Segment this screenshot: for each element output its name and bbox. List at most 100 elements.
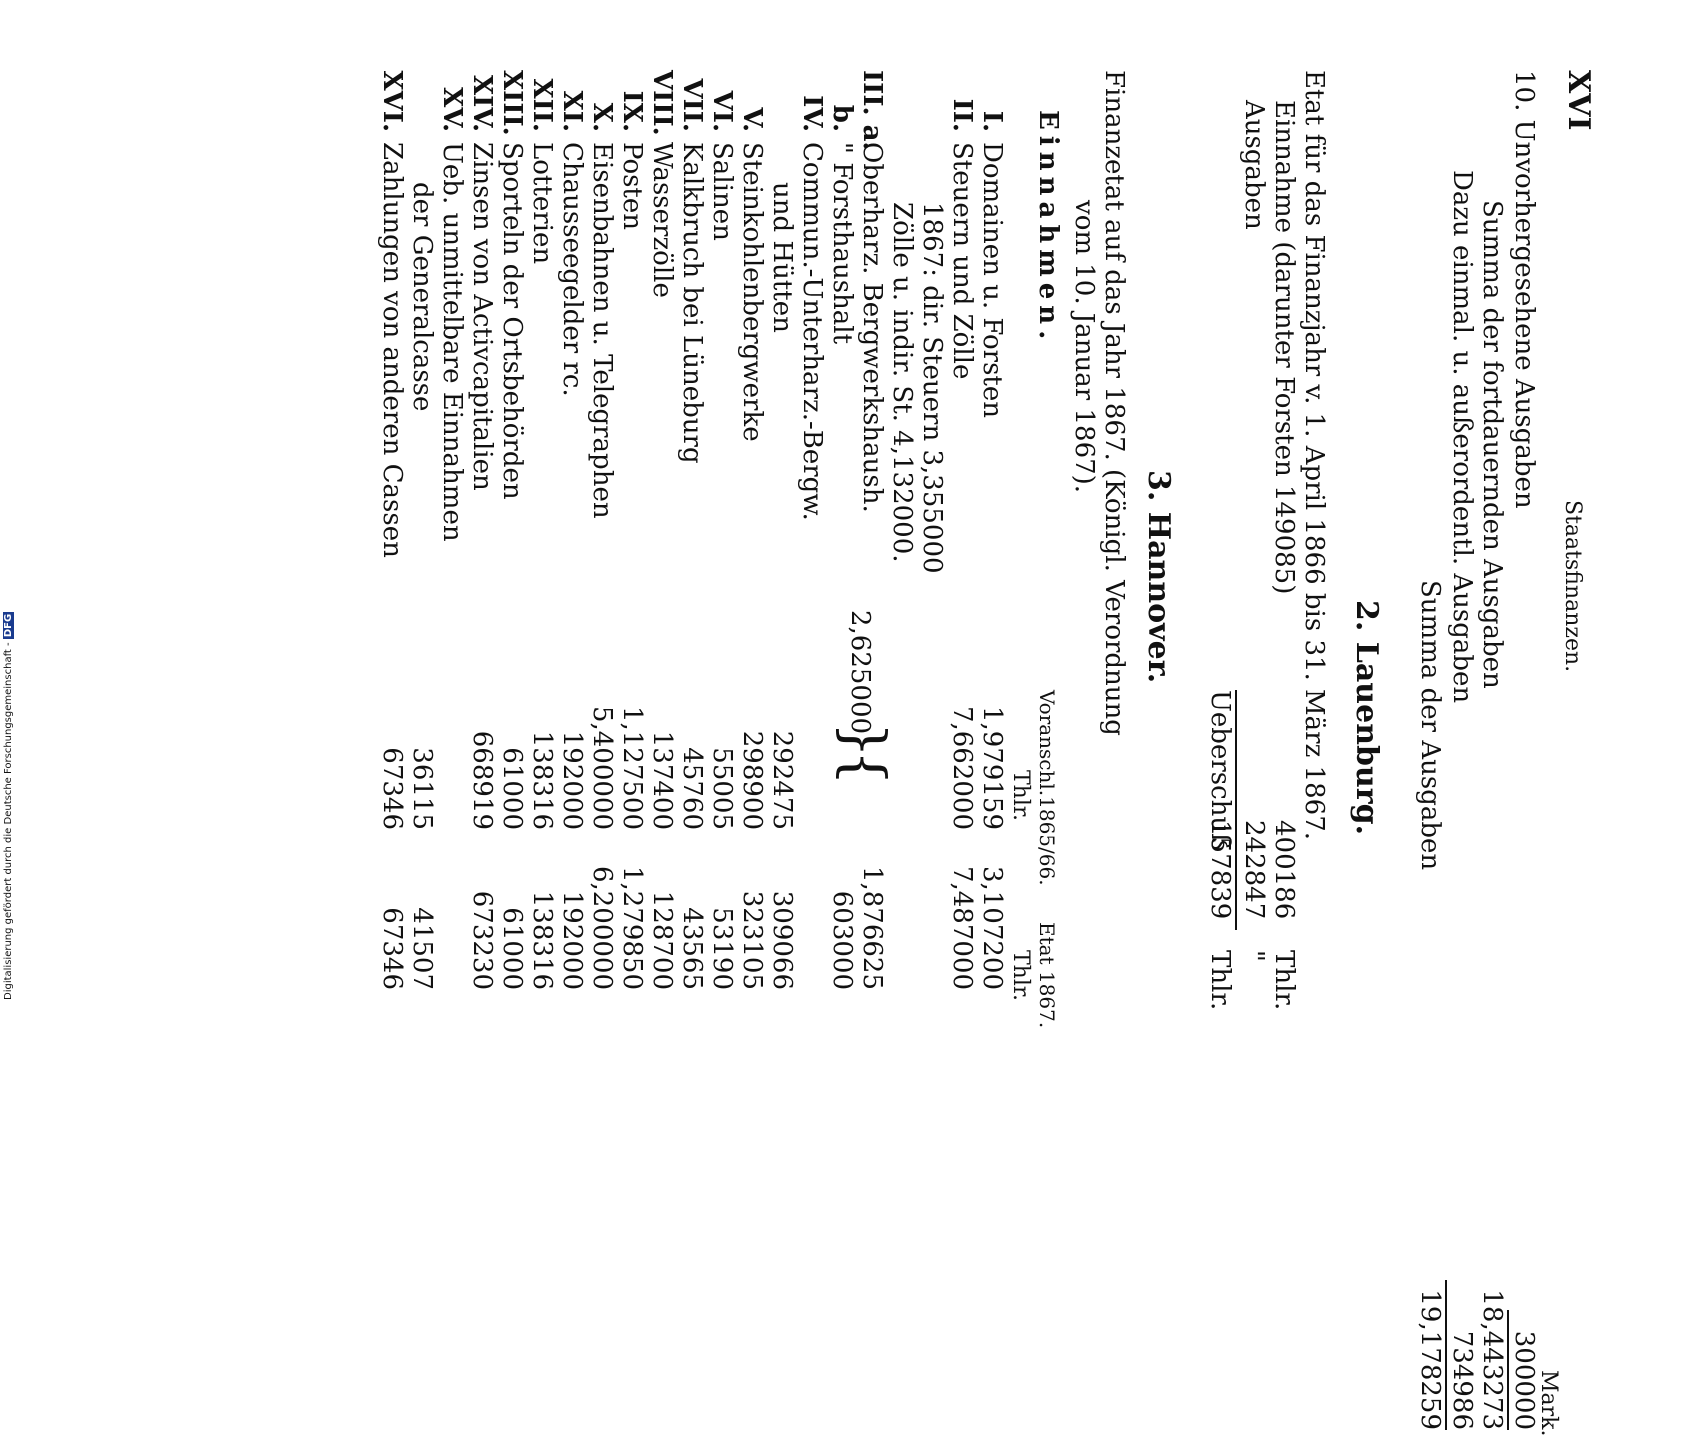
row-value-1865: 137400 <box>647 730 677 830</box>
dfg-credit-text: Digitalisierung gefördert durch die Deut… <box>3 642 14 1000</box>
row-value-1865: 45760 <box>677 747 707 830</box>
lauenburg-einnahme-label: Einnahme (darunter Forsten 149085) <box>1269 100 1299 595</box>
row-value-1865: 67346 <box>377 747 407 830</box>
row-value-1865: 668919 <box>467 730 497 830</box>
einmal-value: 734986 <box>1447 1330 1477 1430</box>
sum-fortdauernd-label: Summa der fortdauernden Ausgaben <box>1477 200 1507 689</box>
row-label: Zahlungen von anderen Cassen <box>377 142 407 558</box>
table-row: VI. Salinen <box>707 70 737 241</box>
row-value-1867: 53190 <box>707 907 737 990</box>
dfg-logo: DFG <box>3 611 14 640</box>
rotated-page: XVI Staatsfinanzen. 10. Unvorhergesehene… <box>93 70 1596 1436</box>
row-number: XII. <box>527 78 557 132</box>
row-number: III. a. <box>857 70 887 151</box>
row-value-1867: 673230 <box>467 890 497 990</box>
table-row: und Hütten <box>767 70 797 333</box>
row-label: Sporteln der Ortsbehörden <box>497 142 527 500</box>
table-row: II. Steuern und Zölle <box>947 70 977 380</box>
hannover-intro-1: Finanzetat auf das Jahr 1867. (Königl. V… <box>1099 70 1129 736</box>
row-number: XI. <box>557 90 587 132</box>
row-value-1865: 138316 <box>527 730 557 830</box>
row-value-1867: 67346 <box>377 907 407 990</box>
einmal-label: Dazu einmal. u. außerordentl. Ausgaben <box>1447 170 1477 704</box>
row-label: Zinsen von Activcapitalien <box>467 142 497 491</box>
table-row: I.Domainen u. Forsten <box>977 70 1007 418</box>
row-label: und Hütten <box>767 182 797 333</box>
row-label: Salinen <box>707 142 737 241</box>
col2-header: Etat 1867. <box>1035 922 1059 1029</box>
row-label: Kalkbruch bei Lüneburg <box>677 142 707 464</box>
col2-unit: Thlr. <box>1008 950 1033 1001</box>
row-number: IX. <box>617 90 647 132</box>
right-brace: { <box>831 750 896 786</box>
hannover-heading: 3. Hannover. <box>1141 470 1176 684</box>
row-number: VII. <box>677 78 707 132</box>
row-number: II. <box>947 98 977 132</box>
row-label: Zölle u. indir. St. 4,132000. <box>887 202 917 563</box>
row-number: X. <box>587 102 617 132</box>
row-number: IV. <box>797 95 827 132</box>
table-row: VII. Kalkbruch bei Lüneburg <box>677 70 707 464</box>
sum-fortdauernd-value: 18,443273 <box>1477 1289 1507 1430</box>
row-label: Eisenbahnen u. Telegraphen <box>587 142 617 519</box>
row-value-1865: 1,979159 <box>977 705 1007 830</box>
table-row: V. Steinkohlenbergwerke <box>737 70 767 442</box>
table-row: XII. Lotterien <box>527 70 557 264</box>
col1-unit: Thlr. <box>1008 770 1033 821</box>
item-unvorhergesehene: 10. Unvorhergesehene Ausgaben <box>1509 70 1539 509</box>
row-label: Posten <box>617 142 647 231</box>
lauenburg-ausgaben-label: Ausgaben <box>1239 100 1269 230</box>
row-number: V. <box>737 107 767 132</box>
row-value-1865: 5,400000 <box>587 705 617 830</box>
row-label: 1867: dir. Steuern 3,355000 <box>917 202 947 574</box>
row-label: Chausseegelder rc. <box>557 142 587 397</box>
bracket-value: 2,625000 <box>845 610 875 735</box>
lauenburg-ueberschuss-unit: Thlr. <box>1205 950 1235 1011</box>
row-number: I. <box>977 110 1007 132</box>
row-number: XVI. <box>377 70 407 132</box>
table-row: X. Eisenbahnen u. Telegraphen <box>587 70 617 519</box>
page-number: XVI <box>1561 70 1596 131</box>
row-number: VIII. <box>647 70 677 136</box>
lauenburg-einnahme-value: 400186 <box>1269 820 1299 920</box>
lauenburg-heading: 2. Lauenburg. <box>1349 600 1384 836</box>
lauenburg-rule <box>1235 690 1237 930</box>
row-value-1867: 309066 <box>767 890 797 990</box>
lauenburg-ueberschuss-value: 157839 <box>1205 820 1235 920</box>
row-label: Wasserzölle <box>647 142 677 298</box>
table-row: IX. Posten <box>617 70 647 230</box>
row-value-1867: 138316 <box>527 890 557 990</box>
row-value-1867: 43565 <box>677 907 707 990</box>
row-value-1865: 55005 <box>707 747 737 830</box>
row-label: Steinkohlenbergwerke <box>737 142 767 442</box>
table-row: IV. Commun.-Unterharz.-Bergw. <box>797 70 827 521</box>
row-label: Steuern und Zölle <box>947 142 977 380</box>
row-label: Lotterien <box>527 142 557 265</box>
row-value-1867: 1,876625 <box>857 865 887 990</box>
row-value-1867: 41507 <box>407 907 437 990</box>
table-row: b." Forsthaushalt <box>827 70 857 344</box>
row-value-1865: 1,127500 <box>617 705 647 830</box>
row-label: " Forsthaushalt <box>827 142 857 345</box>
lauenburg-etat-line: Etat für das Finanzjahr v. 1. April 1866… <box>1299 70 1329 841</box>
row-value-1867: 61000 <box>497 907 527 990</box>
row-label: Oberharz. Bergwerkshaush. <box>857 142 887 513</box>
row-number: VI. <box>707 90 737 132</box>
unit-mark: Mark. <box>1536 1370 1561 1436</box>
table-row: 1867: dir. Steuern 3,355000 <box>917 70 947 574</box>
row-value-1867: 6,200000 <box>587 865 617 990</box>
lauenburg-einnahme-unit: Thlr. <box>1269 950 1299 1011</box>
row-value-1867: 1,279850 <box>617 865 647 990</box>
row-label: Commun.-Unterharz.-Bergw. <box>797 142 827 521</box>
sum-rule-2 <box>1445 1280 1447 1430</box>
row-value-1867: 128700 <box>647 890 677 990</box>
row-value-1865: 61000 <box>497 747 527 830</box>
row-value-1867: 7,487000 <box>947 865 977 990</box>
row-value-1865: 298900 <box>737 730 767 830</box>
lauenburg-ausgaben-unit: " <box>1239 950 1269 962</box>
hannover-intro-2: vom 10. Januar 1867). <box>1069 200 1099 494</box>
table-row: III. a.Oberharz. Bergwerkshaush. <box>857 70 887 513</box>
dfg-credit: Digitalisierung gefördert durch die Deut… <box>2 611 16 1000</box>
row-value-1867: 3,107200 <box>977 865 1007 990</box>
table-row: XI. Chausseegelder rc. <box>557 70 587 397</box>
